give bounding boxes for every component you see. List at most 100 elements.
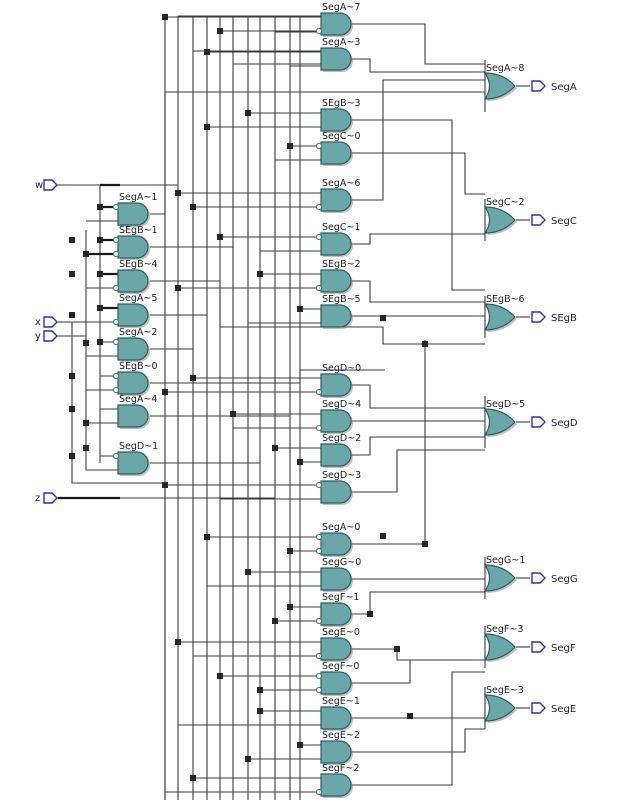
output-port-segd[interactable]: SegD (531, 416, 578, 429)
and-gate-segb-3[interactable]: SEgB~3 (320, 98, 361, 133)
junction-dot (97, 339, 103, 345)
and-gate-sege-2[interactable]: SegE~2 (320, 730, 360, 765)
inverter-bubble-icon (112, 236, 120, 244)
gate-label: SEgB~3 (322, 98, 361, 109)
output-port-segg[interactable]: SegG (531, 572, 578, 585)
and-gate-segb-1[interactable]: SEgB~1 (112, 225, 158, 260)
inverter-bubble-icon (315, 481, 323, 489)
and-gate-segd-4[interactable]: SegD~4 (315, 399, 361, 434)
inverter-bubble-icon (315, 203, 323, 211)
output-port-icon (531, 311, 546, 323)
gate-label: SegF~0 (322, 661, 359, 672)
and-gate-sega-3[interactable]: SegA~3 (320, 37, 360, 72)
gate-label: SegA~1 (119, 192, 157, 203)
wire (351, 384, 485, 409)
port-label: SEgB (551, 313, 577, 324)
junction-dot (204, 534, 210, 540)
junction-dot (190, 775, 196, 781)
and-gate-sega-1[interactable]: SegA~1 (112, 192, 157, 227)
and-gate-segf-0[interactable]: SegF~0 (315, 661, 359, 696)
or-gate-body (483, 564, 516, 592)
and-gate-body (320, 480, 352, 504)
and-gate-sega-7[interactable]: SegA~7 (315, 2, 360, 37)
junction-dot (217, 673, 223, 679)
and-gate-body (320, 602, 352, 626)
gate-label: SegF~3 (486, 624, 523, 635)
junction-dot (175, 639, 181, 645)
or-gate-segd-5[interactable]: SegD~5 (483, 396, 525, 448)
and-gate-sege-1[interactable]: SegE~1 (320, 696, 360, 731)
output-port-sege[interactable]: SegE (531, 702, 576, 715)
gate-label: SegC~1 (322, 222, 361, 233)
output-port-icon (531, 80, 546, 92)
and-gate-sega-6[interactable]: SegA~6 (315, 178, 360, 213)
and-gate-segc-0[interactable]: SegC~0 (315, 131, 361, 166)
and-gate-body (320, 637, 352, 661)
inverter-bubble-icon (112, 452, 120, 460)
and-gate-sege-0[interactable]: SegE~0 (315, 627, 360, 662)
gate-label: SegE~2 (322, 730, 360, 741)
junction-dot (380, 315, 386, 321)
port-label: y (35, 331, 41, 342)
or-gate-sega-8[interactable]: SegA~8 (483, 60, 524, 112)
inverter-bubble-icon (315, 142, 323, 150)
input-port-w[interactable]: w (35, 179, 58, 191)
inverter-bubble-icon (112, 338, 120, 346)
and-gate-segd-1[interactable]: SegD~1 (112, 441, 158, 476)
inverter-bubble-icon (315, 788, 323, 796)
output-port-sega[interactable]: SegA (531, 80, 577, 93)
gate-label: SegE~0 (322, 627, 360, 638)
or-gate-segc-2[interactable]: SegC~2 (483, 197, 525, 241)
and-gate-segf-1[interactable]: SegF~1 (315, 592, 359, 627)
or-gate-segg-1[interactable]: SegG~1 (483, 555, 525, 599)
and-gate-body (320, 108, 352, 132)
and-gate-segd-2[interactable]: SegD~2 (320, 433, 361, 468)
and-gate-body (320, 12, 352, 36)
or-gate-segf-3[interactable]: SegF~3 (483, 624, 523, 668)
input-port-y[interactable]: y (35, 330, 58, 342)
and-gate-sega-5[interactable]: SegA~5 (112, 293, 157, 328)
or-gate-body (483, 633, 516, 661)
gate-label: SegA~3 (322, 37, 360, 48)
and-gate-segb-0[interactable]: SEgB~0 (112, 361, 158, 396)
junction-dot (230, 411, 236, 417)
and-gate-segb-4[interactable]: SEgB~4 (112, 259, 158, 294)
and-gate-sega-0[interactable]: SegA~0 (315, 522, 360, 557)
and-gate-segb-2[interactable]: SEgB~2 (315, 259, 361, 294)
junction-dot (69, 406, 75, 412)
inverter-bubble-icon (315, 547, 323, 555)
gate-label: SegA~0 (322, 522, 360, 533)
output-port-segf[interactable]: SegF (531, 641, 576, 654)
and-gate-segg-0[interactable]: SegG~0 (320, 557, 361, 592)
inverter-bubble-icon (315, 533, 323, 541)
and-gate-segd-3[interactable]: SegD~3 (315, 470, 361, 505)
junction-dot (83, 420, 89, 426)
or-gate-sege-3[interactable]: SegE~3 (483, 685, 524, 729)
wire (351, 671, 485, 786)
junction-dot (69, 271, 75, 277)
junctions-layer (69, 14, 428, 781)
wire (351, 233, 485, 245)
and-gate-segb-5[interactable]: SEgB~5 (320, 294, 361, 329)
output-port-segb[interactable]: SEgB (531, 311, 577, 324)
junction-dot (217, 28, 223, 34)
output-port-segc[interactable]: SegC (531, 214, 577, 227)
port-label: x (35, 317, 41, 328)
and-gate-body (320, 706, 352, 730)
inverter-bubble-icon (315, 652, 323, 660)
and-gate-segf-2[interactable]: SegF~2 (315, 763, 359, 798)
and-gate-body (320, 141, 352, 165)
and-gate-body (320, 773, 352, 797)
input-port-z[interactable]: z (35, 492, 58, 504)
input-port-x[interactable]: x (35, 316, 58, 328)
gates-layer: SegA~1SEgB~1SEgB~4SegA~5SegA~2SEgB~0SegA… (112, 2, 525, 798)
and-gate-segc-1[interactable]: SegC~1 (315, 222, 361, 257)
inverter-bubble-icon (315, 686, 323, 694)
and-gate-sega-4[interactable]: SegA~4 (117, 394, 157, 429)
gate-label: SegD~4 (322, 399, 361, 410)
and-gate-body (320, 47, 352, 71)
or-gate-segb-6[interactable]: SEgB~6 (483, 294, 525, 338)
wire (351, 280, 485, 303)
and-gate-segd-0[interactable]: SegD~0 (315, 363, 361, 398)
and-gate-sega-2[interactable]: SegA~2 (112, 327, 157, 362)
